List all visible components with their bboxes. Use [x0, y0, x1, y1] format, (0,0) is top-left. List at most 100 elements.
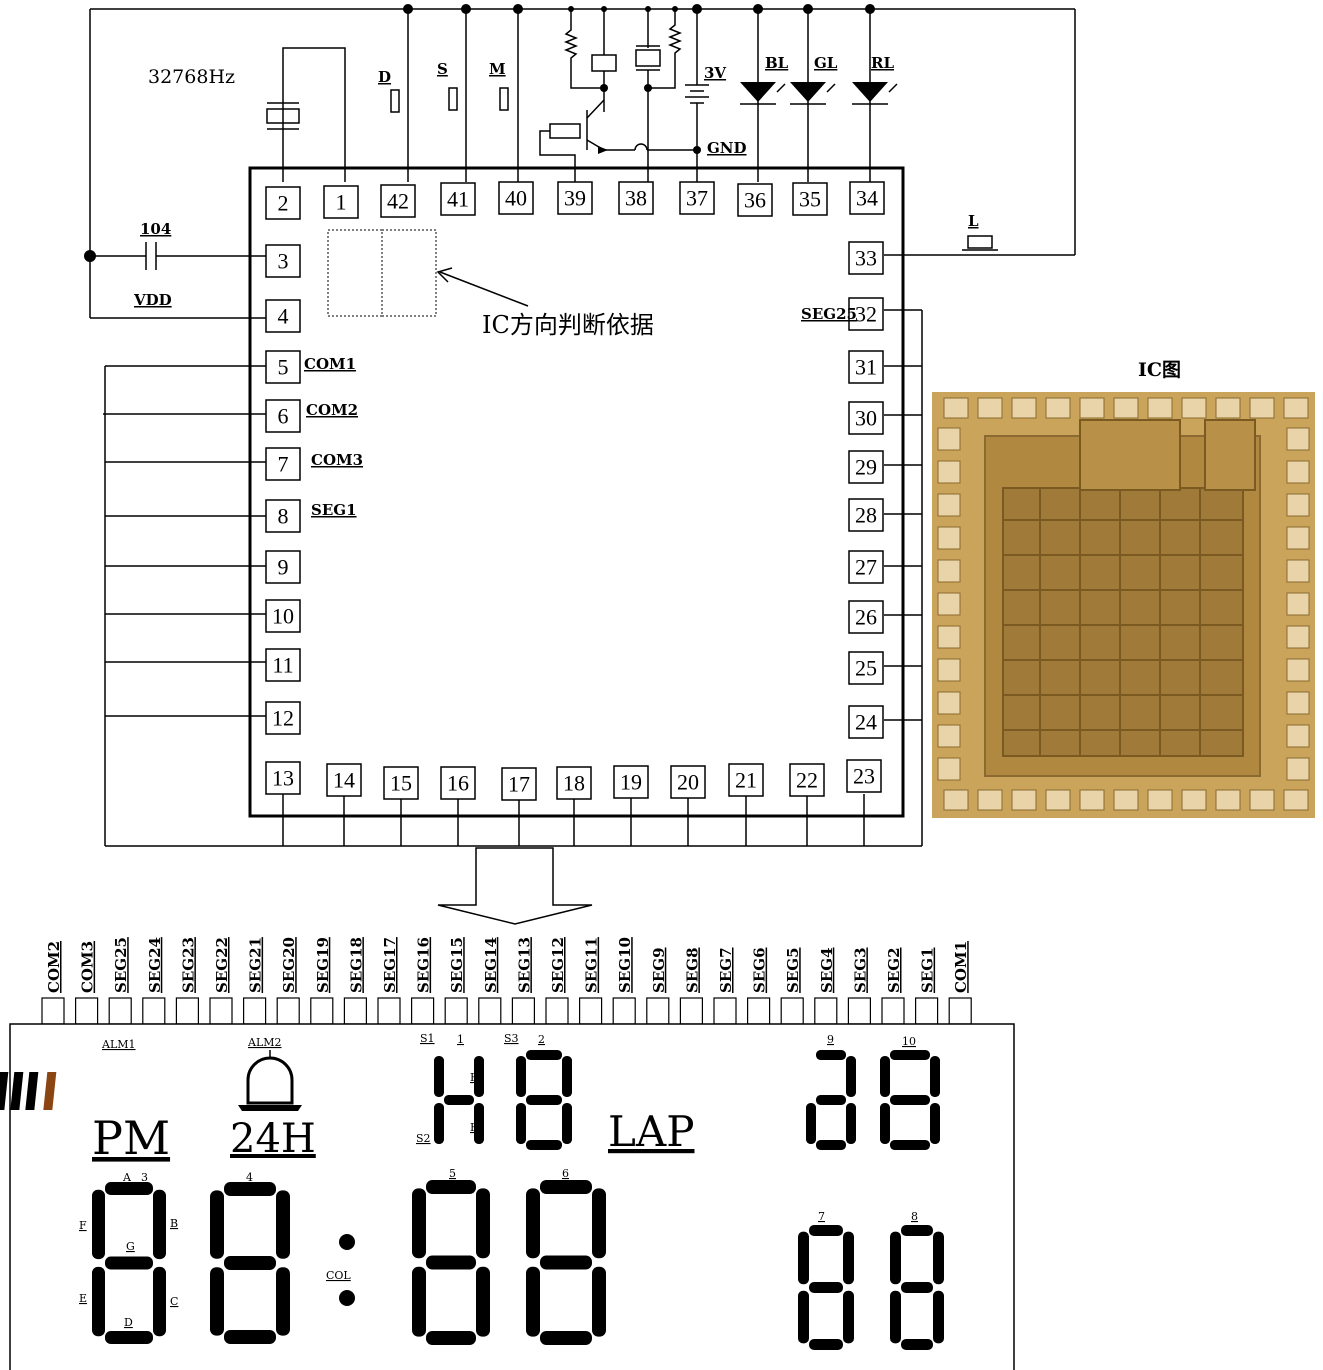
svg-text:3: 3 — [278, 249, 289, 274]
svg-text:11: 11 — [272, 653, 293, 678]
lcd-pin-seg3: SEG3 — [847, 947, 872, 1025]
lcd-pin-seg24: SEG24 — [142, 937, 166, 1025]
lcd-pin-seg10: SEG10 — [612, 937, 636, 1025]
digit-7-seg-f — [798, 1231, 809, 1285]
svg-text:4: 4 — [278, 304, 289, 329]
orientation-mark-right — [381, 229, 437, 317]
svg-text:18: 18 — [563, 771, 585, 796]
lcd-pin-seg2: SEG2 — [881, 947, 905, 1025]
digit-1-seg-f — [434, 1056, 444, 1097]
lcd-pin-seg6: SEG6 — [746, 947, 771, 1025]
digit-6-seg-f — [526, 1188, 540, 1259]
lcd-pin-com1: COM1 — [948, 941, 972, 1025]
digit-6-seg-c — [592, 1266, 606, 1337]
pin-3: 3 — [265, 244, 301, 278]
svg-text:19: 19 — [620, 770, 642, 795]
lcd-pin-seg12: SEG12 — [545, 937, 569, 1025]
lcd-pin-seg15: SEG15 — [444, 937, 468, 1025]
ic-body — [248, 166, 905, 818]
digit-2-seg-c — [562, 1103, 572, 1144]
digit-10-seg-d — [890, 1140, 930, 1150]
digit-7-seg-a — [809, 1225, 843, 1236]
svg-text:2: 2 — [278, 191, 289, 216]
digit-3 — [92, 1182, 166, 1344]
digit-7-seg-g — [809, 1282, 843, 1293]
digit-6-seg-b — [592, 1188, 606, 1259]
digit-1-seg-e — [434, 1103, 444, 1144]
svg-text:42: 42 — [387, 189, 409, 214]
pin-37: 37 — [679, 181, 715, 215]
svg-text:15: 15 — [390, 771, 412, 796]
svg-text:31: 31 — [855, 355, 877, 380]
lcd-pin-seg23: SEG23 — [175, 937, 199, 1025]
digit-2-seg-a — [526, 1050, 562, 1060]
svg-text:34: 34 — [856, 186, 878, 211]
svg-text:SEG18: SEG18 — [347, 937, 365, 993]
svg-text:1: 1 — [336, 190, 347, 215]
pin-36: 36 — [737, 183, 773, 217]
digit-4 — [210, 1182, 290, 1344]
digit-5-seg-e — [412, 1266, 426, 1337]
pin-1: 1 — [323, 185, 359, 219]
seg-d-label: D — [124, 1316, 133, 1329]
digit-2-seg-b — [562, 1056, 572, 1097]
pin-42: 42 — [380, 184, 416, 218]
pin-5: 5 — [265, 350, 301, 384]
pin-24: 24 — [848, 705, 884, 739]
col-label: COL — [326, 1269, 351, 1282]
digit5-number: 5 — [449, 1167, 456, 1180]
svg-text:36: 36 — [744, 188, 766, 213]
digit-1-seg-b — [474, 1056, 484, 1097]
digit-2-seg-f — [516, 1056, 526, 1097]
digit-8-seg-c — [933, 1290, 944, 1344]
colon-lower-dot — [339, 1290, 355, 1306]
svg-text:SEG12: SEG12 — [549, 937, 567, 993]
lcd-pin-seg7: SEG7 — [713, 947, 737, 1025]
digit-10-seg-e — [880, 1103, 890, 1144]
svg-text:SEG19: SEG19 — [314, 937, 332, 993]
svg-text:23: 23 — [853, 764, 875, 789]
digit-8 — [890, 1225, 944, 1350]
led-gl-label: GL — [814, 54, 838, 72]
svg-text:28: 28 — [855, 503, 877, 528]
digit-9-seg-c — [846, 1103, 856, 1144]
digit-2-seg-g — [526, 1095, 562, 1105]
svg-text:14: 14 — [333, 768, 355, 793]
digit-9-seg-a — [816, 1050, 846, 1060]
digit-1-seg-c — [474, 1103, 484, 1144]
pin-20: 20 — [670, 765, 706, 799]
digit-6-seg-g — [540, 1255, 592, 1270]
lcd-pin-seg11: SEG11 — [578, 937, 603, 1025]
svg-text:SEG25: SEG25 — [112, 937, 130, 993]
svg-text:SEG14: SEG14 — [482, 937, 500, 993]
svg-text:SEG15: SEG15 — [448, 937, 466, 993]
digit3-number: 3 — [141, 1171, 148, 1184]
digit2-number: 2 — [538, 1033, 545, 1046]
digit-7-seg-b — [843, 1231, 854, 1285]
digit-5-seg-d — [426, 1331, 476, 1345]
digit-4-seg-c — [276, 1267, 290, 1336]
digit-8-seg-f — [890, 1231, 901, 1285]
s2-label: S2 — [416, 1132, 431, 1145]
svg-text:16: 16 — [447, 771, 469, 796]
svg-text:SEG13: SEG13 — [515, 937, 533, 993]
digit-6-seg-a — [540, 1180, 592, 1194]
orientation-note: IC方向判断依据 — [482, 311, 654, 339]
lcd-pin-seg18: SEG18 — [343, 937, 367, 1025]
pin-21: 21 — [728, 763, 764, 797]
digit-5-seg-a — [426, 1180, 476, 1194]
digit4-number: 4 — [246, 1171, 253, 1184]
pin-12: 12 — [265, 701, 301, 735]
lcd-pin-seg20: SEG20 — [276, 937, 300, 1025]
svg-text:COM1: COM1 — [952, 941, 970, 993]
pin-15: 15 — [383, 766, 419, 800]
svg-text:9: 9 — [278, 555, 289, 580]
svg-text:27: 27 — [855, 555, 877, 580]
ic-die-image — [932, 392, 1315, 818]
lap-label: LAP — [608, 1107, 694, 1156]
digit-6-seg-d — [540, 1331, 592, 1345]
digit-10-seg-c — [930, 1103, 940, 1144]
